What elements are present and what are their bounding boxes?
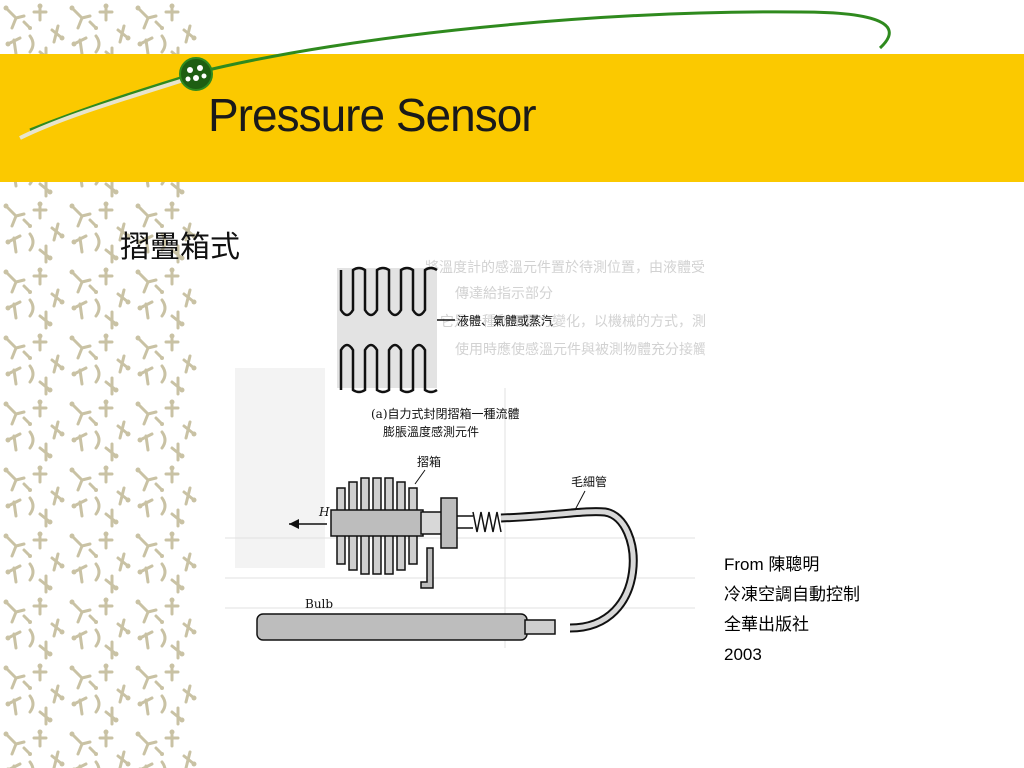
bg-text-3: 它是一種利用壓力變化，以機械的方式，測量溫度的儀器 bbox=[440, 313, 705, 330]
green-dot-icon bbox=[179, 57, 213, 91]
slide-subtitle: 摺疊箱式 bbox=[120, 230, 240, 265]
bg-text-4: 使用時應使感溫元件與被測物體充分接觸 bbox=[455, 341, 705, 358]
bellows-sensor-diagram: 將溫度計的感溫元件置於待測位置，由液體受熱膨脹 傳達給指示部分 它是一種利用壓力… bbox=[225, 259, 705, 648]
swoosh-ornament bbox=[19, 10, 891, 140]
slide-title: Pressure Sensor bbox=[208, 89, 537, 141]
citation-book: 冷凍空調自動控制 bbox=[724, 585, 860, 604]
h-label: H bbox=[318, 505, 330, 519]
capillary-label: 毛細管 bbox=[571, 474, 607, 489]
bulb-label: Bulb bbox=[305, 597, 333, 611]
fluid-label: 液體、氣體或蒸汽 bbox=[457, 313, 553, 328]
citation: From 陳聰明 冷凍空調自動控制 全華出版社 2003 bbox=[724, 550, 860, 670]
title-band bbox=[0, 54, 1024, 182]
diagram-caption-2: 膨脹溫度感測元件 bbox=[383, 424, 479, 439]
bg-text-1: 將溫度計的感溫元件置於待測位置，由液體受熱膨脹 bbox=[425, 259, 705, 276]
citation-publisher: 全華出版社 bbox=[724, 615, 809, 634]
bg-text-2: 傳達給指示部分 bbox=[455, 286, 553, 302]
citation-year: 2003 bbox=[724, 645, 762, 664]
citation-author: From 陳聰明 bbox=[724, 555, 820, 574]
diagram-caption-1: (a)自力式封閉摺箱一種流體 bbox=[371, 406, 520, 421]
bellows-label: 摺箱 bbox=[417, 454, 441, 469]
